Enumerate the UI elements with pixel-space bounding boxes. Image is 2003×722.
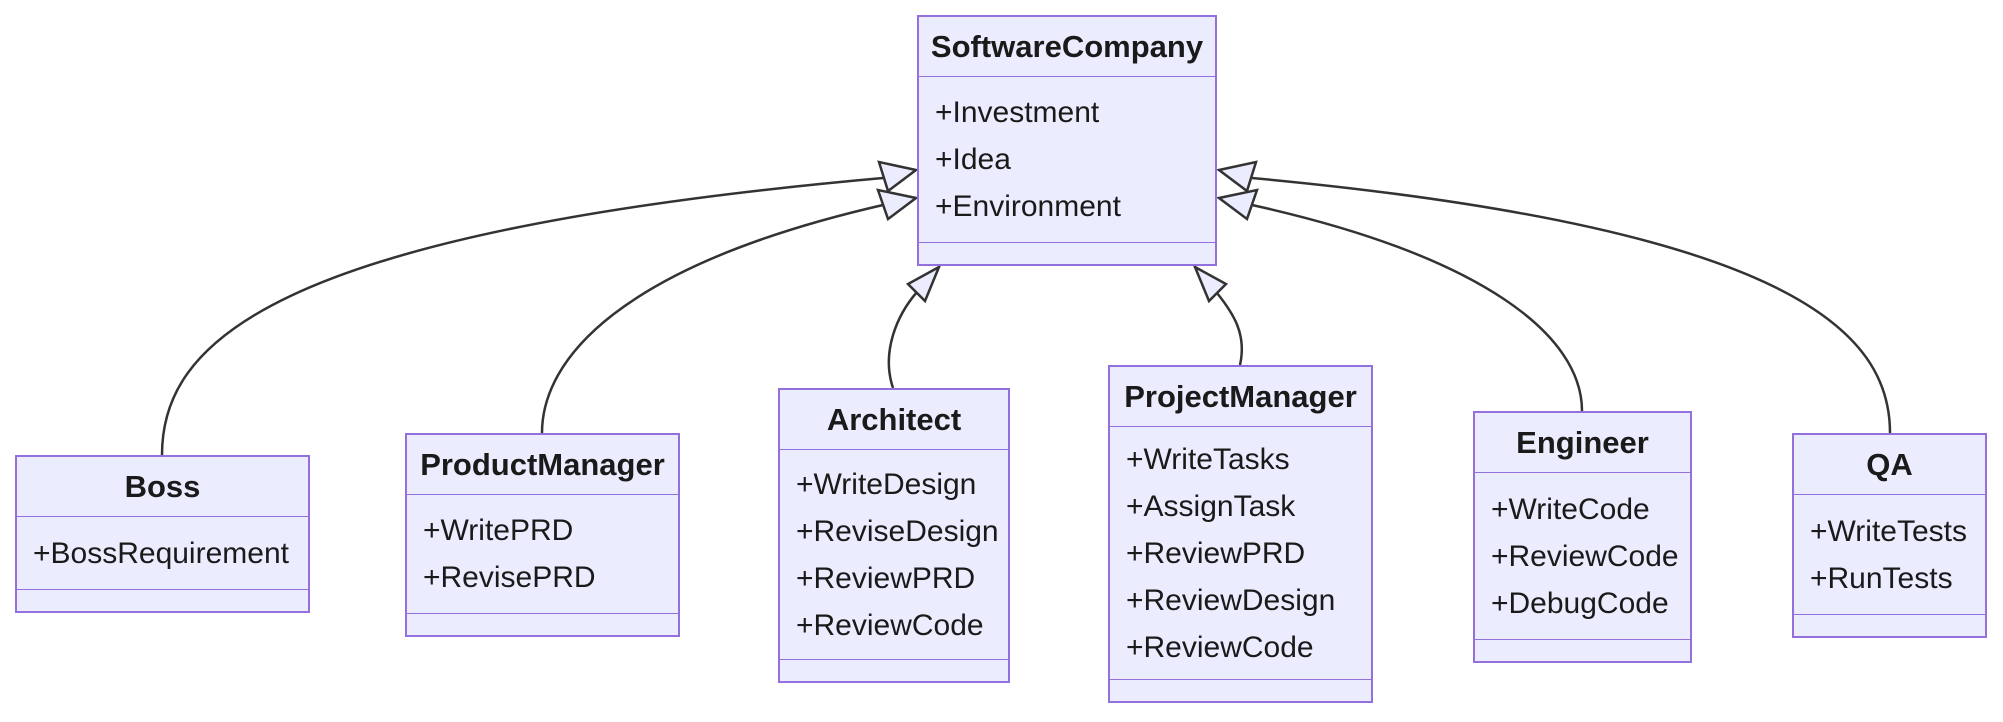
class-member: +RevisePRD (423, 561, 596, 594)
edge-productmanager-to-softwarecompany (540, 203, 884, 434)
class-member: +Idea (935, 143, 1011, 176)
class-member: +ReviseDesign (796, 514, 999, 548)
class-title: ProductManager (407, 435, 678, 495)
class-member: +WriteCode (1491, 492, 1650, 526)
class-members: +Investment +Idea +Environment (919, 77, 1215, 243)
class-members: +WriteDesign +ReviseDesign +ReviewPRD +R… (780, 450, 1008, 660)
inheritance-arrowhead-productmanager (876, 188, 919, 222)
class-node-productmanager: ProductManager +WritePRD +RevisePRD (405, 433, 680, 637)
edge-boss-to-softwarecompany (160, 176, 884, 456)
class-member: +Environment (935, 190, 1121, 223)
class-member: +ReviewPRD (796, 561, 976, 595)
class-member: +ReviewCode (796, 608, 984, 642)
class-member: +AssignTask (1126, 489, 1296, 523)
class-member: +ReviewPRD (1126, 536, 1306, 570)
class-node-architect: Architect +WriteDesign +ReviseDesign +Re… (778, 388, 1010, 683)
class-members: +BossRequirement (17, 517, 308, 590)
inheritance-arrowhead-qa (1216, 160, 1258, 194)
class-member: +ReviewCode (1491, 539, 1679, 573)
class-member: +WritePRD (423, 514, 574, 547)
inheritance-arrowhead-projectmanager (1192, 264, 1229, 304)
class-member: +WriteDesign (796, 467, 977, 501)
class-node-projectmanager: ProjectManager +WriteTasks +AssignTask +… (1108, 365, 1373, 703)
class-title: SoftwareCompany (919, 17, 1215, 77)
class-members: +WritePRD +RevisePRD (407, 495, 678, 614)
class-title: Architect (780, 390, 1008, 450)
class-title: QA (1794, 435, 1985, 495)
inheritance-arrowhead-engineer (1216, 188, 1259, 222)
class-node-softwarecompany: SoftwareCompany +Investment +Idea +Envir… (917, 15, 1217, 266)
class-methods-empty (780, 660, 1008, 681)
edge-architect-to-softwarecompany (887, 291, 918, 389)
class-member: +WriteTests (1810, 514, 1967, 548)
class-member: +BossRequirement (33, 536, 289, 570)
class-node-engineer: Engineer +WriteCode +ReviewCode +DebugCo… (1473, 411, 1692, 663)
class-methods-empty (407, 614, 678, 635)
class-member: +ReviewDesign (1126, 583, 1336, 617)
class-methods-empty (1794, 615, 1985, 636)
class-title: ProjectManager (1110, 367, 1371, 427)
edge-qa-to-softwarecompany (1251, 176, 1892, 434)
class-methods-empty (1475, 640, 1690, 661)
class-member: +WriteTasks (1126, 442, 1290, 476)
class-member: +RunTests (1810, 561, 1953, 595)
class-node-boss: Boss +BossRequirement (15, 455, 310, 613)
class-methods-empty (1110, 680, 1371, 701)
class-node-qa: QA +WriteTests +RunTests (1792, 433, 1987, 638)
edge-projectmanager-to-softwarecompany (1216, 292, 1244, 366)
class-members: +WriteTests +RunTests (1794, 495, 1985, 615)
class-member: +ReviewCode (1126, 630, 1314, 664)
class-member: +Investment (935, 96, 1100, 129)
class-title: Engineer (1475, 413, 1690, 473)
class-member: +DebugCode (1491, 586, 1669, 620)
class-title: Boss (17, 457, 308, 517)
inheritance-arrowhead-architect (905, 264, 942, 304)
edge-engineer-to-softwarecompany (1251, 203, 1584, 412)
inheritance-arrowhead-boss (877, 160, 919, 194)
class-members: +WriteTasks +AssignTask +ReviewPRD +Revi… (1110, 427, 1371, 680)
class-methods-empty (919, 243, 1215, 264)
class-members: +WriteCode +ReviewCode +DebugCode (1475, 473, 1690, 640)
class-methods-empty (17, 590, 308, 611)
